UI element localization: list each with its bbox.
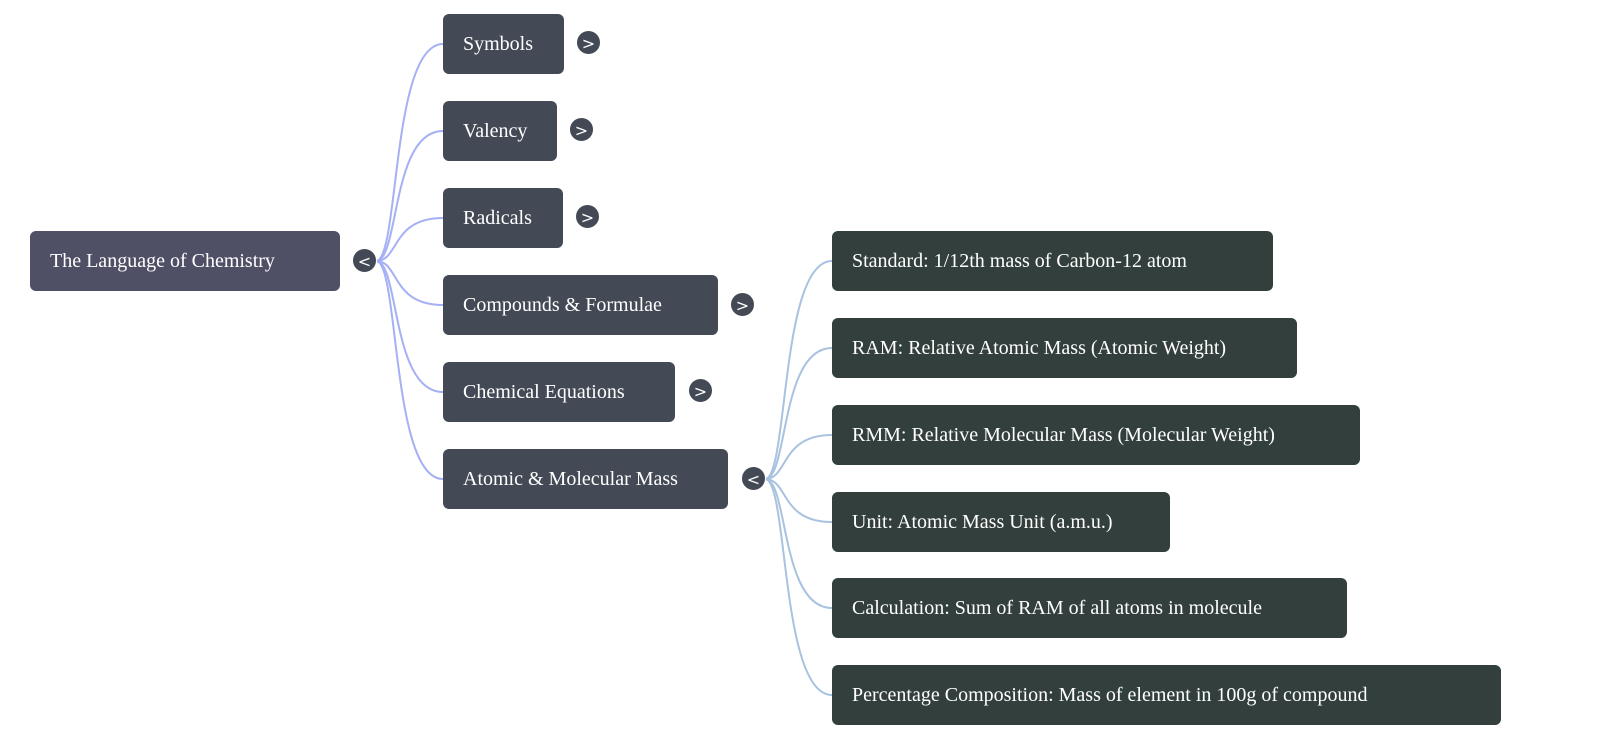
- branch-atomic-molecular-mass[interactable]: Atomic & Molecular Mass: [443, 449, 728, 509]
- expand-symbols-toggle[interactable]: >: [576, 30, 601, 55]
- branch-symbols[interactable]: Symbols: [443, 14, 564, 74]
- edge: [764, 478, 833, 523]
- expand-radicals-toggle[interactable]: >: [575, 204, 600, 229]
- edge: [375, 260, 444, 393]
- branch-valency[interactable]: Valency: [443, 101, 557, 161]
- edge: [764, 478, 833, 696]
- collapse-root-toggle[interactable]: <: [352, 248, 377, 273]
- edge: [375, 43, 444, 262]
- edge: [375, 260, 444, 306]
- branch-compounds-formulae[interactable]: Compounds & Formulae: [443, 275, 718, 335]
- expand-equations-toggle[interactable]: >: [688, 378, 713, 403]
- edge: [375, 260, 444, 480]
- edge: [375, 130, 444, 262]
- leaf-standard[interactable]: Standard: 1/12th mass of Carbon-12 atom: [832, 231, 1273, 291]
- leaf-calculation[interactable]: Calculation: Sum of RAM of all atoms in …: [832, 578, 1347, 638]
- leaf-ram[interactable]: RAM: Relative Atomic Mass (Atomic Weight…: [832, 318, 1297, 378]
- branch-radicals[interactable]: Radicals: [443, 188, 563, 248]
- edge: [764, 478, 833, 609]
- edge: [375, 217, 444, 262]
- edge: [764, 434, 833, 480]
- leaf-percentage-composition[interactable]: Percentage Composition: Mass of element …: [832, 665, 1501, 725]
- edge: [764, 260, 833, 480]
- expand-valency-toggle[interactable]: >: [569, 117, 594, 142]
- edge: [764, 347, 833, 480]
- leaf-rmm[interactable]: RMM: Relative Molecular Mass (Molecular …: [832, 405, 1360, 465]
- branch-chemical-equations[interactable]: Chemical Equations: [443, 362, 675, 422]
- expand-compounds-toggle[interactable]: >: [730, 292, 755, 317]
- root-node[interactable]: The Language of Chemistry: [30, 231, 340, 291]
- collapse-atomic-mass-toggle[interactable]: <: [741, 466, 766, 491]
- leaf-unit[interactable]: Unit: Atomic Mass Unit (a.m.u.): [832, 492, 1170, 552]
